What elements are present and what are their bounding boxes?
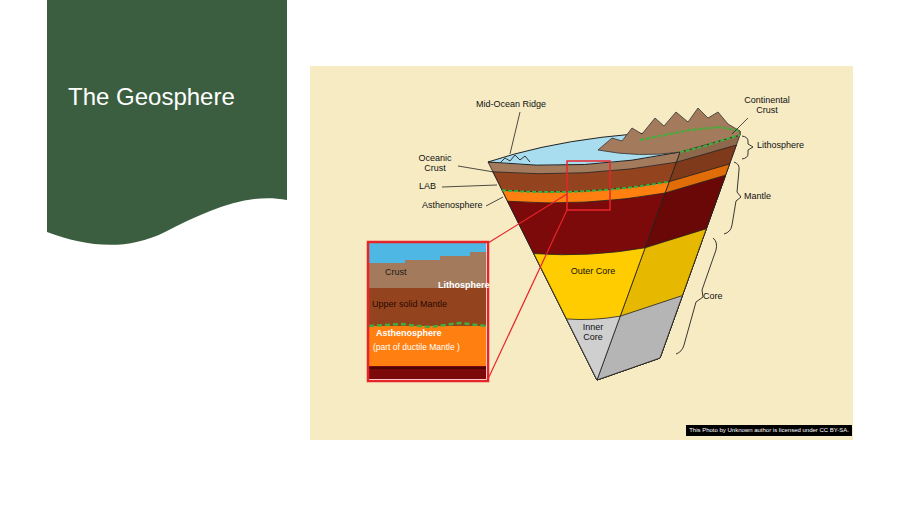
inset	[368, 242, 488, 381]
layer-label: Mantle	[744, 192, 771, 202]
brackets	[676, 136, 753, 354]
leader-line	[510, 112, 520, 154]
bracket	[742, 136, 753, 159]
inset-lab-line	[369, 323, 486, 327]
inset-frame	[368, 242, 488, 381]
bracket	[724, 162, 741, 234]
image-ground	[310, 66, 853, 440]
mountains	[598, 108, 740, 155]
inset-asthenosphere	[369, 326, 486, 366]
layer-label: Lithosphere	[757, 141, 804, 151]
mid-ocean-ridge	[500, 155, 530, 163]
layer-label: Crust	[385, 268, 407, 278]
layer-label: Core	[703, 292, 723, 302]
lab-line	[502, 182, 669, 192]
leader-line	[732, 118, 748, 134]
layer-label: Outer Core	[562, 267, 624, 277]
layer-label: Upper solid Mantle	[372, 300, 447, 310]
slide-title: The Geosphere	[68, 84, 235, 110]
layer-label: (part of ductile Mantle )	[373, 343, 460, 352]
credit-line: This Photo by Unknown author is licensed…	[686, 425, 852, 436]
leader-line	[442, 185, 497, 187]
leader-lines	[442, 112, 748, 206]
leader-line	[458, 166, 494, 172]
layer-label: LAB	[419, 182, 436, 192]
leader-line	[486, 197, 503, 206]
inset-upper-mantle	[369, 288, 486, 326]
layer-label: Inner Core	[576, 323, 610, 343]
inset-boundary	[369, 368, 486, 369]
layer-label: Oceanic Crust	[414, 154, 456, 174]
layer-front	[566, 316, 620, 380]
zoom-line	[488, 210, 567, 379]
title-panel	[47, 0, 287, 245]
earth-wedge	[488, 135, 740, 380]
layer-label: Mid-Ocean Ridge	[476, 100, 546, 110]
inset-ground	[368, 242, 488, 381]
layer-label: Asthenosphere	[376, 329, 442, 339]
layer-label: Lithosphere	[438, 281, 490, 291]
surface	[488, 108, 740, 165]
continental-crust-line	[640, 127, 740, 152]
layer-label: Continental Crust	[738, 96, 796, 116]
layer-label: Asthenosphere	[422, 201, 483, 211]
inset-mantle	[369, 366, 486, 379]
zoom-box	[567, 161, 610, 210]
